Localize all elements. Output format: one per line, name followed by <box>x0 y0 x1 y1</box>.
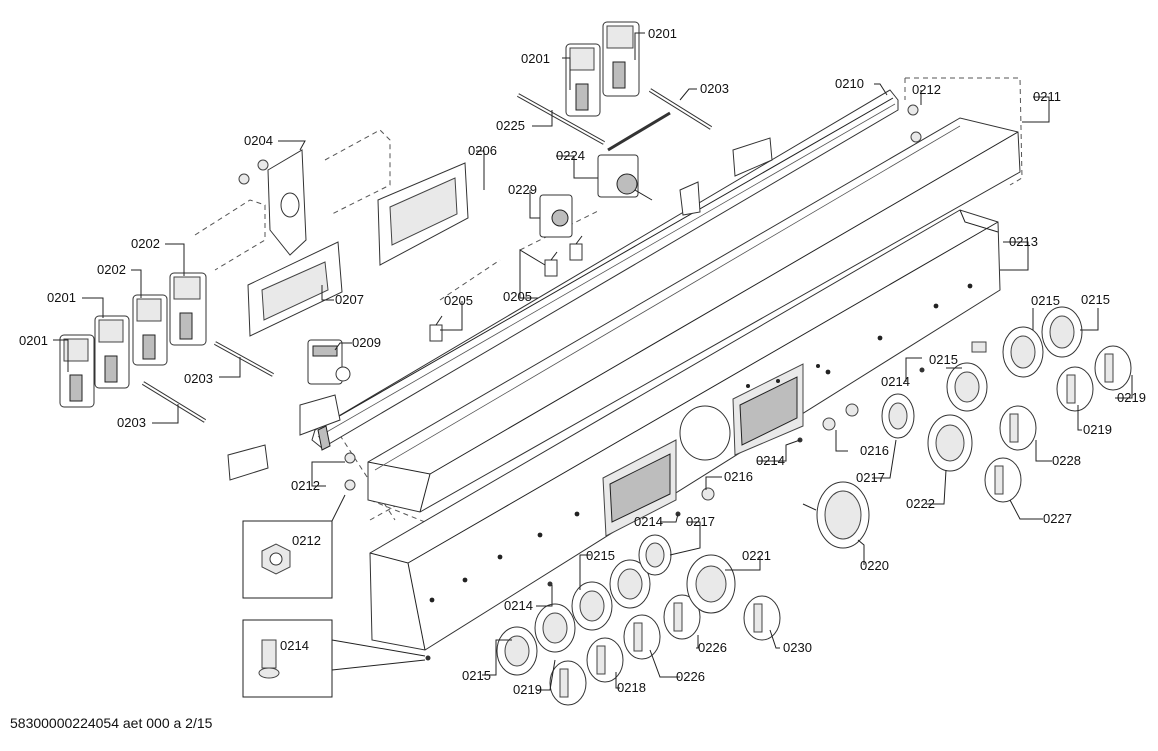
label-0217-a: 0217 <box>856 470 885 485</box>
label-0225: 0225 <box>496 118 525 133</box>
label-0217-b: 0217 <box>686 514 715 529</box>
display-frames <box>247 162 469 337</box>
label-0214-c: 0214 <box>634 514 663 529</box>
label-0226-a: 0226 <box>698 640 727 655</box>
label-0227: 0227 <box>1043 511 1072 526</box>
label-0215-c: 0215 <box>929 352 958 367</box>
label-0214-b: 0214 <box>756 453 785 468</box>
rail-0210 <box>311 89 899 451</box>
detail-boxes <box>242 494 426 698</box>
label-0216-a: 0216 <box>860 443 889 458</box>
label-0219-b: 0219 <box>1083 422 1112 437</box>
part-labels: 0201 0201 0201 0201 0202 0202 0203 0203 … <box>19 26 1146 697</box>
label-0201-d: 0201 <box>648 26 677 41</box>
label-0203-a: 0203 <box>184 371 213 386</box>
label-0209: 0209 <box>352 335 381 350</box>
label-0214-e: 0214 <box>280 638 309 653</box>
label-0201-a: 0201 <box>19 333 48 348</box>
label-0211: 0211 <box>1033 89 1061 104</box>
label-0219-c: 0219 <box>513 682 542 697</box>
label-0206: 0206 <box>468 143 497 158</box>
nuts-screws <box>238 104 987 661</box>
rotary-switches <box>307 154 653 385</box>
label-0218: 0218 <box>617 680 646 695</box>
module-parts <box>59 21 640 408</box>
label-0202-a: 0202 <box>97 262 126 277</box>
rod-parts <box>141 88 713 423</box>
label-0220: 0220 <box>860 558 889 573</box>
label-0205-b: 0205 <box>503 289 532 304</box>
label-0202-b: 0202 <box>131 236 160 251</box>
label-0230: 0230 <box>783 640 812 655</box>
label-0219-a: 0219 <box>1117 390 1146 405</box>
label-0229: 0229 <box>508 182 537 197</box>
small-switches <box>429 235 583 342</box>
label-0214-d: 0214 <box>504 598 533 613</box>
top-cover-0211 <box>367 117 1021 513</box>
label-0216-b: 0216 <box>724 469 753 484</box>
label-0224: 0224 <box>556 148 585 163</box>
label-0201-c: 0201 <box>521 51 550 66</box>
label-0212-c: 0212 <box>292 533 321 548</box>
label-0215-b: 0215 <box>1081 292 1110 307</box>
label-0204: 0204 <box>244 133 273 148</box>
label-0221: 0221 <box>742 548 771 563</box>
label-0222: 0222 <box>906 496 935 511</box>
label-0212-b: 0212 <box>291 478 320 493</box>
label-0201-b: 0201 <box>47 290 76 305</box>
label-0203-c: 0203 <box>700 81 729 96</box>
label-0215-a: 0215 <box>1031 293 1060 308</box>
label-0215-d: 0215 <box>586 548 615 563</box>
label-0214-a: 0214 <box>881 374 910 389</box>
label-0203-b: 0203 <box>117 415 146 430</box>
label-0207: 0207 <box>335 292 364 307</box>
control-panel-0213 <box>369 209 1001 651</box>
label-0205-a: 0205 <box>444 293 473 308</box>
label-0210: 0210 <box>835 76 864 91</box>
leader-lines <box>53 32 1133 691</box>
document-footer: 58300000224054 aet 000 a 2/15 <box>10 715 213 731</box>
brackets <box>227 137 773 481</box>
label-0213: 0213 <box>1009 234 1038 249</box>
label-0215-e: 0215 <box>462 668 491 683</box>
label-0228: 0228 <box>1052 453 1081 468</box>
label-0212-a: 0212 <box>912 82 941 97</box>
large-knobs <box>638 393 973 614</box>
knobs <box>496 306 1132 706</box>
label-0226-b: 0226 <box>676 669 705 684</box>
